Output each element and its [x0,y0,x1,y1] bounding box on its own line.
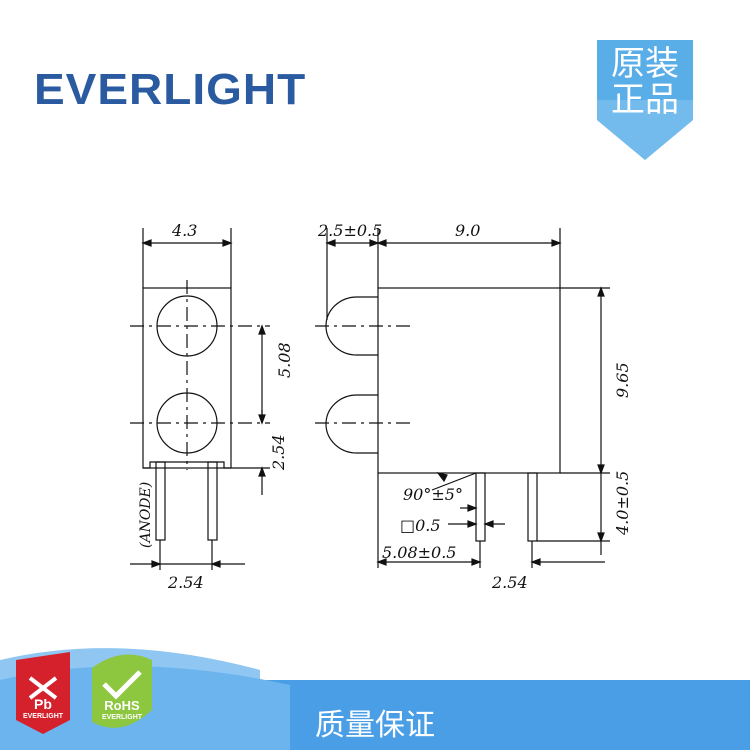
side-pin-2 [527,472,538,542]
standoff-label: 4.0±0.5 [613,471,632,536]
vertical-pitch-label: 5.08 [275,342,294,378]
side-view: 2.5±0.5 9.0 9.65 4.0±0.5 90°±5° □0.5 [315,221,632,592]
rohs-badge-label: RoHS [104,698,140,713]
body-depth-label: 9.0 [455,221,480,240]
genuine-product-badge: 原装 正品 [597,40,693,160]
pb-badge-brand: EVERLIGHT [22,713,64,720]
quality-guarantee-text: 质量保证 [315,708,435,743]
rohs-badge-shape [92,654,152,728]
lower-dome [325,394,378,454]
technical-drawing: 4.3 5.08 2.54 (ANODE) 2.54 [130,221,632,592]
pin-square-label: □0.5 [400,516,441,535]
lower-pitch-label: 2.54 [269,434,288,471]
rohs-badge-brand: EVERLIGHT [101,714,143,721]
body-height-label: 9.65 [613,362,632,398]
everlight-logo: EVERLIGHT [34,64,307,114]
side-body [377,287,561,474]
front-width-label: 4.3 [171,221,197,240]
badge-line1: 原装 [611,44,679,84]
front-view: 4.3 5.08 2.54 (ANODE) 2.54 [130,221,294,592]
pb-badge-shape [16,652,70,734]
badge-shape [597,40,693,160]
front-pin-cathode [207,461,218,541]
front-pin-anode [155,461,166,541]
angle-label: 90°±5° [403,485,463,504]
side-pin-spacing-label: 2.54 [491,573,528,592]
lens-offset-label: 2.5±0.5 [317,221,382,240]
pb-free-badge: Pb EVERLIGHT [12,650,74,734]
front-pin-spacing-label: 2.54 [167,573,204,592]
pb-badge-label: Pb [34,696,52,712]
anode-label: (ANODE) [138,482,154,548]
side-pin-1 [475,472,486,542]
badge-line2: 正品 [611,80,679,120]
pin-position-label: 5.08±0.5 [382,543,456,562]
rohs-badge: RoHS EVERLIGHT [88,650,156,734]
